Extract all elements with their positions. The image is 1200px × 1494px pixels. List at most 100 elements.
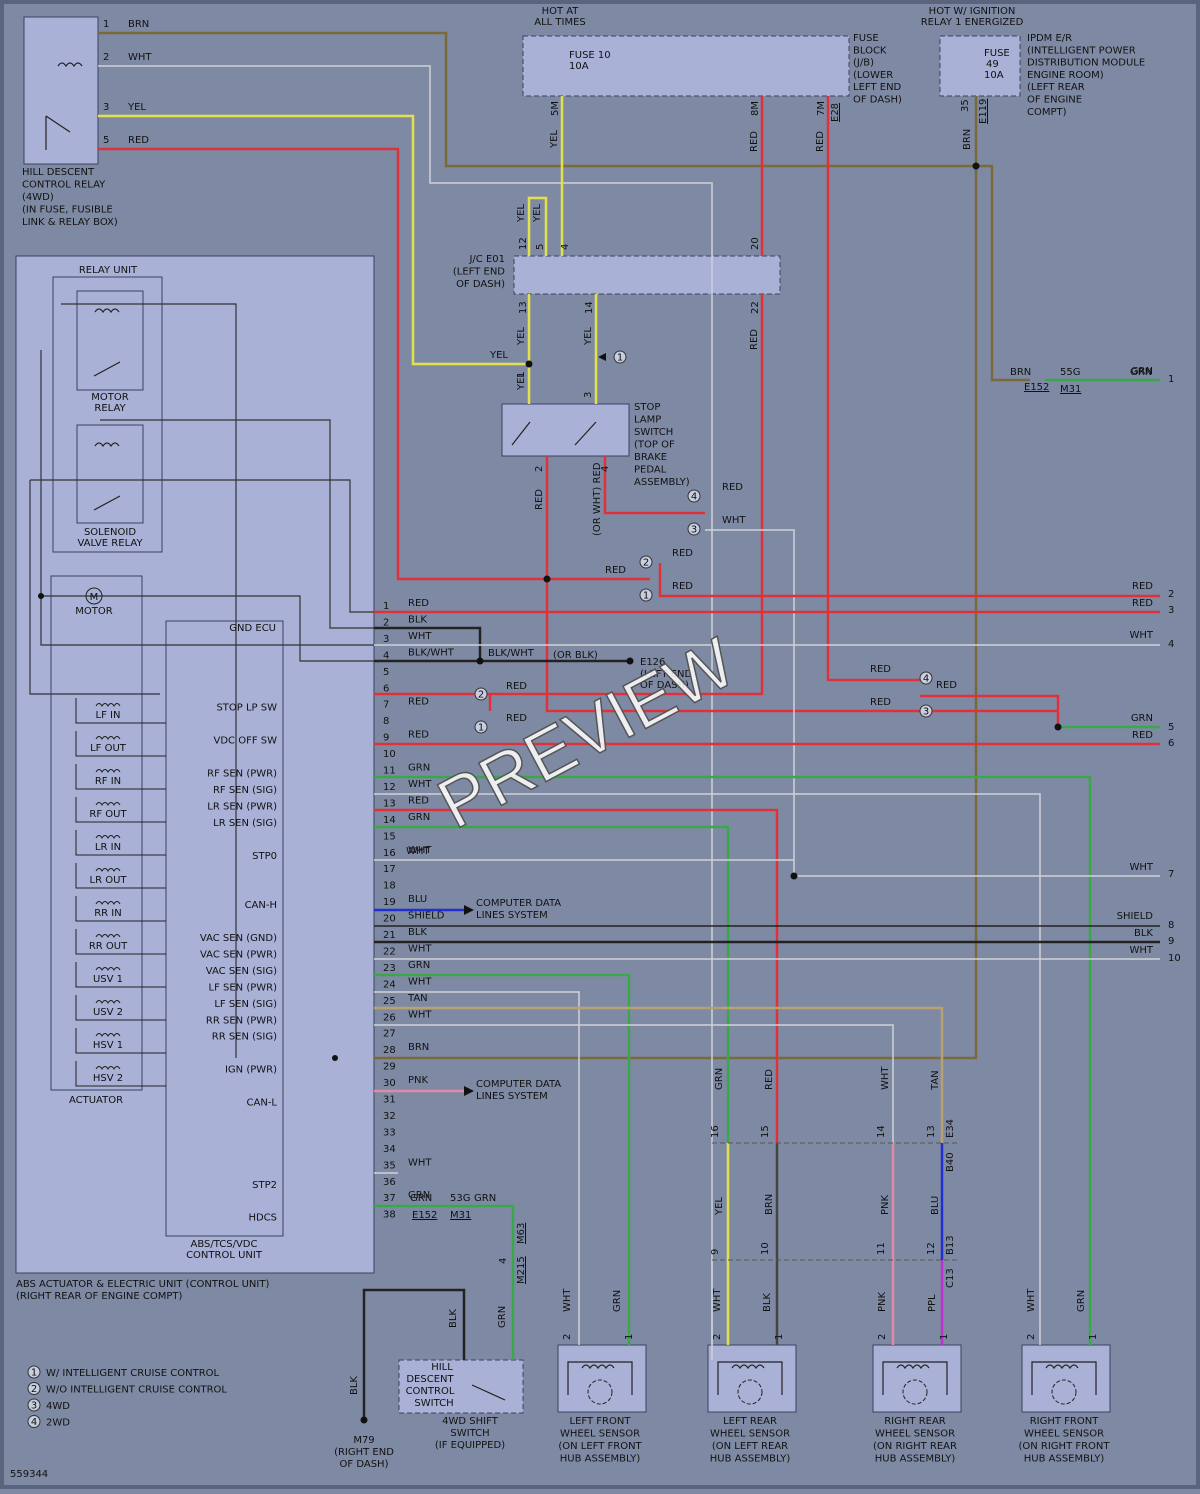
wire-label-yel: YEL [489, 350, 508, 361]
splice-dot [790, 872, 798, 880]
hill-caption-l2: SWITCH [450, 1428, 489, 1439]
ecu-pin-number: 17 [383, 864, 396, 875]
wire-label-red: RED [870, 664, 891, 675]
legend-text: W/O INTELLIGENT CRUISE CONTROL [46, 1385, 227, 1396]
wire-label-red: RED [534, 489, 545, 510]
ecu-outer-label: ABS ACTUATOR & ELECTRIC UNIT (CONTROL UN… [16, 1279, 269, 1302]
ecu-pin-color: BRN [408, 1042, 429, 1053]
wire-blk-pin2 [374, 626, 482, 661]
wire-label-yel: YEL [583, 327, 594, 346]
ecu-pin-color: GRN [408, 763, 430, 774]
wire-grn-pin11 [374, 775, 1092, 1345]
coil-symbol [75, 995, 166, 1021]
wheel-sensor-label: HUB ASSEMBLY) [710, 1454, 791, 1465]
wheel-sensor-pin: 2 [712, 1334, 723, 1340]
wire-red-right6-up [920, 694, 1060, 727]
relay-unit-title: RELAY UNIT [79, 265, 138, 276]
control-unit-pin-label: STP0 [252, 851, 277, 862]
ecu-pin-number: 18 [383, 881, 396, 892]
control-unit-l2: CONTROL UNIT [186, 1250, 263, 1261]
switch-symbol [511, 421, 597, 446]
ecu-pin-number: 14 [383, 815, 396, 826]
ecu-pin-number: 9 [383, 733, 389, 744]
fuse-block-label: LEFT END [853, 82, 902, 93]
arrow-can-h [464, 905, 474, 915]
ecu-pin-number: 5 [383, 667, 389, 678]
wire-brn-relay [98, 31, 978, 1060]
variant-marker: 1 [478, 723, 484, 734]
control-unit-pin-label: STOP LP SW [216, 703, 277, 714]
control-unit-pin-label: CAN-L [247, 1098, 278, 1109]
hill-switch-l3: CONTROL [406, 1386, 455, 1397]
stop-lamp-label: (TOP OF [634, 440, 675, 451]
ipdm-label: DISTRIBUTION MODULE [1027, 58, 1145, 69]
coil-symbol [75, 764, 166, 790]
jc-top-pin: 12 [518, 237, 529, 250]
wheel-sensor-label: (ON LEFT REAR [712, 1441, 788, 1452]
actuator-coil-label: LR IN [95, 842, 121, 853]
control-unit-pin-label: VDC OFF SW [214, 736, 278, 747]
fuse-49-line-1: FUSE [984, 48, 1010, 59]
stop-lamp-label: STOP [634, 402, 660, 413]
right-edge-color: GRN [1131, 366, 1153, 377]
jc-e01-label: (LEFT END [453, 267, 505, 278]
right-edge-number: 9 [1168, 936, 1174, 947]
wheel-sensor-wire: GRN [1076, 1290, 1087, 1312]
wheel-sensor-icon [737, 1379, 763, 1405]
m79-id: M79 [353, 1435, 374, 1446]
splice-55g-conn-2: M31 [1060, 384, 1081, 395]
wire-label-wht: WHT [880, 1066, 891, 1090]
wheel-sensor-label: LEFT FRONT [570, 1416, 632, 1427]
ecu-pin-number: 35 [383, 1160, 396, 1171]
wheel-sensor-wire: WHT [1026, 1288, 1037, 1312]
ecu-pin-number: 31 [383, 1095, 396, 1106]
ecu-pin-number: 38 [383, 1210, 396, 1221]
stop-lamp-label: BRAKE [634, 452, 667, 463]
coil-symbol [75, 830, 166, 856]
legend-marker-circle [27, 1382, 41, 1395]
wire-red-right2-b [658, 563, 1160, 598]
ecu-pin-number: 7 [383, 700, 389, 711]
wire-label-brn: BRN [764, 1194, 775, 1215]
wire-label-red: RED [605, 565, 626, 576]
wheel-sensor-icon [1051, 1379, 1077, 1405]
conn-b13-pin: 9 [710, 1249, 721, 1255]
jc-top-pin: 5 [535, 244, 546, 250]
solenoid-relay-l2: VALVE RELAY [77, 538, 143, 549]
fuse-49-line-2: 49 [986, 59, 999, 70]
e126-id: E126 [640, 657, 665, 668]
coil-symbol [75, 863, 166, 889]
wire-red-stop4 [603, 456, 705, 515]
stop-lamp-pin: 2 [534, 466, 545, 472]
hill-caption-l3: (IF EQUIPPED) [435, 1440, 505, 1451]
splice-dots [38, 162, 1062, 1424]
splice-53g-id: 53G [450, 1193, 470, 1204]
jc-bottom-pin: 13 [518, 301, 529, 314]
coil-symbol [75, 731, 166, 757]
ecu-pin-number: 22 [383, 946, 396, 957]
ecu-pin-color: RED [408, 795, 429, 806]
fuse-block-label: BLOCK [853, 45, 887, 56]
wire-red-jc22 [374, 294, 764, 696]
stop-lamp-pin: 4 [600, 466, 611, 472]
variant-marker-circle [639, 588, 653, 602]
wheel-sensor-pin: 1 [1088, 1334, 1099, 1340]
fuse-49-line-3: 10A [984, 70, 1004, 81]
wheel-sensor-label: WHEEL SENSOR [875, 1429, 955, 1440]
ecu-pin-number: 12 [383, 782, 396, 793]
ecu-pin-number: 11 [383, 766, 396, 777]
wire-grn-pin14 [374, 825, 730, 1143]
ipdm-label: (INTELLIGENT POWER [1027, 45, 1136, 56]
hot-line-2: ALL TIMES [534, 17, 586, 28]
wheel-sensor-label: WHEEL SENSOR [710, 1429, 790, 1440]
hill-descent-switch-box [398, 1359, 524, 1414]
legend-marker: 1 [31, 1368, 37, 1379]
ecu-pin-number: 34 [383, 1144, 396, 1155]
stop-lamp-switch-box [501, 403, 630, 457]
hill-switch-l1: HILL [431, 1362, 453, 1373]
